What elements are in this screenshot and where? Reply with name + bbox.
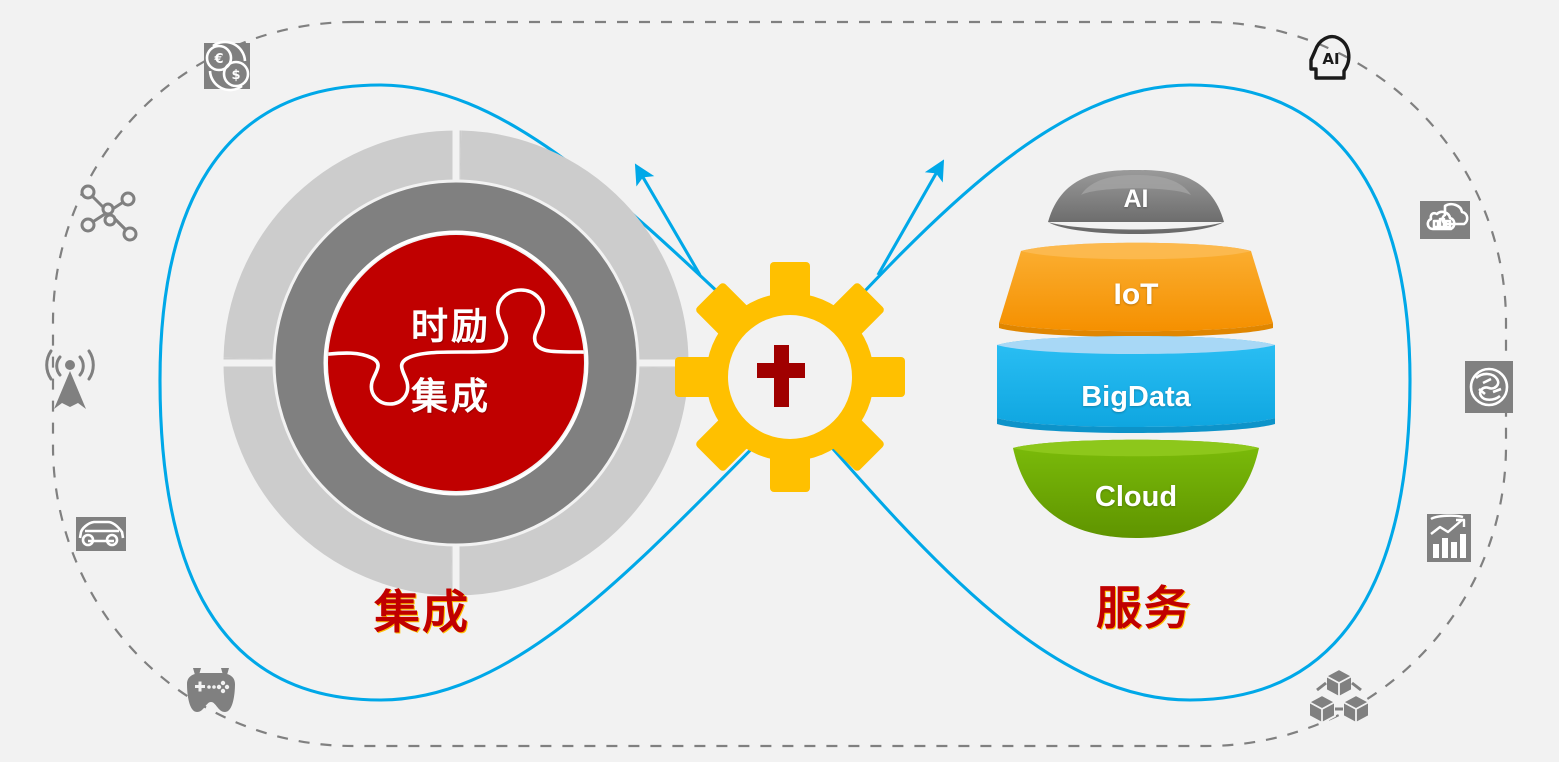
- plus-cross-icon: [757, 345, 805, 407]
- svg-text:€: €: [213, 52, 223, 67]
- core-text-line1: 时励: [411, 305, 491, 348]
- gamepad-icon[interactable]: [187, 668, 235, 712]
- currency-exchange-icon[interactable]: € $: [204, 40, 250, 92]
- stack-layer-iot[interactable]: [999, 242, 1273, 337]
- core-text-line2: 集成: [411, 375, 491, 418]
- stack-label-cloud: Cloud: [1094, 481, 1178, 513]
- ai-head-icon[interactable]: AI: [1309, 34, 1351, 80]
- caption-service: 服务: [1096, 581, 1192, 635]
- stack-layer-ai[interactable]: [1048, 170, 1224, 234]
- ring-segment-3[interactable]: [223, 357, 456, 596]
- stack-label-iot: IoT: [1113, 278, 1159, 311]
- network-nodes-icon[interactable]: [80, 184, 138, 242]
- broadcast-tower-icon[interactable]: [45, 349, 95, 409]
- ring-divider-inner: [323, 230, 589, 496]
- puzzle-divider: [328, 288, 584, 406]
- stack-layer-cloud[interactable]: [1013, 439, 1259, 538]
- flow-arrow-right: [876, 159, 945, 276]
- ring-divider-outer: [272, 179, 640, 547]
- flow-curve-left: [158, 83, 802, 702]
- analytics-chart-icon[interactable]: [1427, 514, 1471, 562]
- stack-label-bigdata: BigData: [1081, 381, 1191, 413]
- svg-text:$: $: [231, 68, 240, 83]
- global-network-icon[interactable]: [1465, 361, 1513, 413]
- ring-segment-4[interactable]: [223, 130, 462, 363]
- car-icon[interactable]: [76, 517, 126, 551]
- ring-segment-2[interactable]: [450, 363, 689, 596]
- svg-text:AI: AI: [1322, 50, 1339, 68]
- flow-arrow-left: [634, 163, 702, 276]
- flow-curve-right: [788, 83, 1412, 702]
- caption-integration: 集成: [374, 585, 470, 639]
- blockchain-cubes-icon[interactable]: [1308, 668, 1370, 724]
- ring-segment-1[interactable]: [456, 130, 689, 369]
- ring-outer-segments: [221, 128, 691, 598]
- stack-layer-bigdata[interactable]: [997, 336, 1275, 433]
- ring-middle[interactable]: [274, 181, 638, 545]
- cloud-computing-icon[interactable]: [1420, 201, 1470, 239]
- stack-label-ai: AI: [1123, 185, 1149, 213]
- integration-core[interactable]: [328, 235, 584, 491]
